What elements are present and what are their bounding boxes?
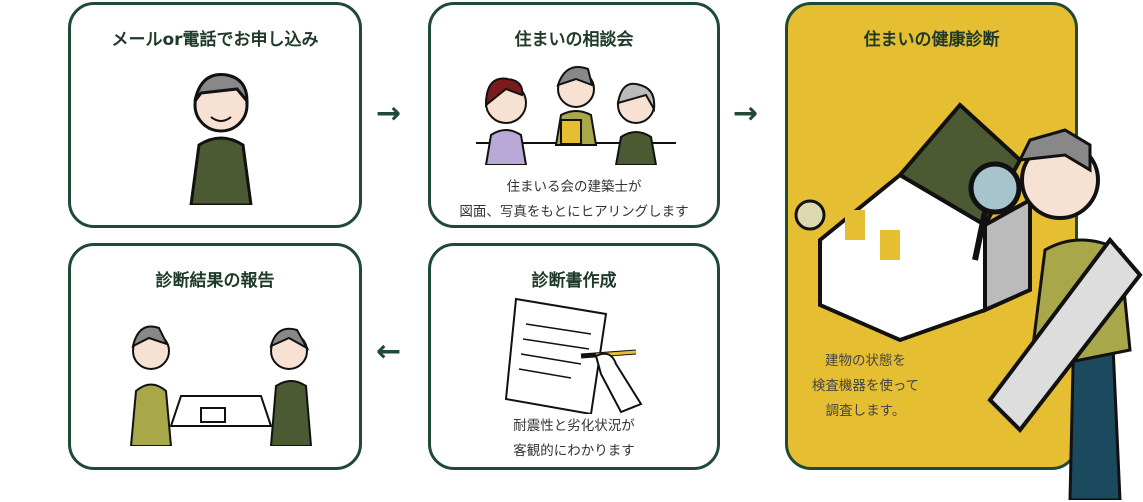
desc-line: 客観的にわかります [513, 443, 635, 459]
step-title: メールor電話でお申し込み [111, 30, 319, 50]
step-diagnosis-document-card: 診断書作成 耐震性と劣化状況が 客観的にわかります [428, 243, 720, 470]
consultation-illustration [476, 66, 676, 165]
house-inspector-illustration [794, 102, 1143, 500]
step-title: 診断結果の報告 [155, 271, 275, 291]
arrow-right-icon: → [376, 96, 402, 131]
step-consultation-card: 住まいの相談会 住まいる会の建築士が 図面、写真をもとにヒアリングします [428, 2, 720, 228]
step-title: 住まいの健康診断 [863, 30, 1000, 50]
desc-line: 建物の状態を [825, 353, 906, 369]
step-title: 診断書作成 [531, 271, 617, 291]
document-writing-illustration [504, 297, 643, 414]
step-report-card: 診断結果の報告 [68, 243, 362, 470]
desc-line: 耐震性と劣化状況が [513, 418, 635, 434]
desc-line: 検査機器を使って [811, 378, 920, 394]
step-title: 住まいの相談会 [514, 30, 634, 50]
desc-line: 住まいる会の建築士が [506, 179, 642, 195]
step-apply-card: メールor電話でお申し込み [68, 2, 362, 228]
desc-line: 調査します。 [825, 403, 906, 419]
report-meeting-illustration [129, 325, 313, 446]
person-phone-illustration [189, 73, 253, 205]
desc-line: 図面、写真をもとにヒアリングします [459, 204, 689, 220]
arrow-left-icon: ← [376, 334, 402, 369]
arrow-right-icon: → [733, 96, 759, 131]
